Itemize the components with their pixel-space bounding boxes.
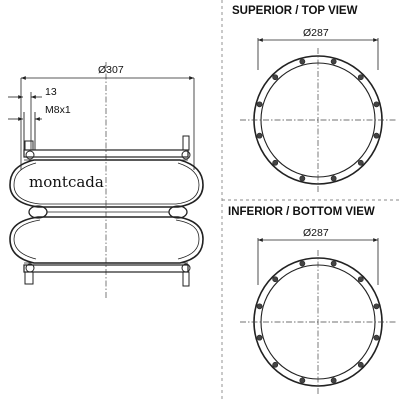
brand-label: montcada (29, 173, 104, 191)
bolt-hole (330, 175, 337, 182)
bottom-bolt-circle (256, 260, 380, 384)
bolt-hole (373, 101, 380, 108)
bolt-hole (272, 74, 279, 81)
top-bolt-circle (256, 58, 380, 182)
bolt-hole (299, 175, 306, 182)
top-left-stud (24, 140, 34, 151)
top-right-stud (182, 135, 190, 151)
panel-frames (221, 0, 400, 400)
bottom-plate (23, 264, 189, 273)
lower-bellow (9, 216, 204, 264)
bolt-hole (330, 377, 337, 384)
bottom-diameter-label: Ø287 (303, 227, 329, 239)
overall-diameter-label: Ø307 (98, 64, 124, 76)
bolt-hole (256, 303, 263, 310)
bolt-hole (330, 58, 337, 65)
top-view: SUPERIOR / TOP VIEW Ø287 (232, 5, 396, 192)
bolt-hole (272, 276, 279, 283)
bolt-hole (357, 74, 364, 81)
upper-bellow (9, 159, 204, 208)
bolt-hole (256, 334, 263, 341)
top-bead-plate (23, 135, 191, 161)
offset-label: 13 (45, 86, 57, 98)
bolt-hole (373, 132, 380, 139)
bolt-hole (272, 361, 279, 368)
thread-label: M8x1 (45, 104, 71, 116)
bolt-hole (357, 361, 364, 368)
bolt-hole (256, 132, 263, 139)
bottom-bead-plate (23, 262, 191, 287)
bottom-view-title: INFERIOR / BOTTOM VIEW (228, 206, 375, 218)
bolt-hole (357, 159, 364, 166)
top-diameter-label: Ø287 (303, 27, 329, 39)
bolt-hole (299, 377, 306, 384)
bottom-left-stud (24, 271, 34, 285)
bolt-hole (373, 334, 380, 341)
bolt-hole (299, 260, 306, 267)
girdle-ring (28, 205, 188, 219)
bolt-hole (373, 303, 380, 310)
bottom-right-stud (182, 271, 190, 287)
bolt-hole (357, 276, 364, 283)
bolt-hole (256, 101, 263, 108)
side-view: Ø307 13 M8x1 (8, 62, 204, 300)
bolt-hole (272, 159, 279, 166)
top-view-title: SUPERIOR / TOP VIEW (232, 5, 358, 17)
top-plate (23, 149, 189, 158)
bolt-hole (299, 58, 306, 65)
bolt-hole (330, 260, 337, 267)
bottom-view: INFERIOR / BOTTOM VIEW Ø287 (228, 206, 396, 396)
